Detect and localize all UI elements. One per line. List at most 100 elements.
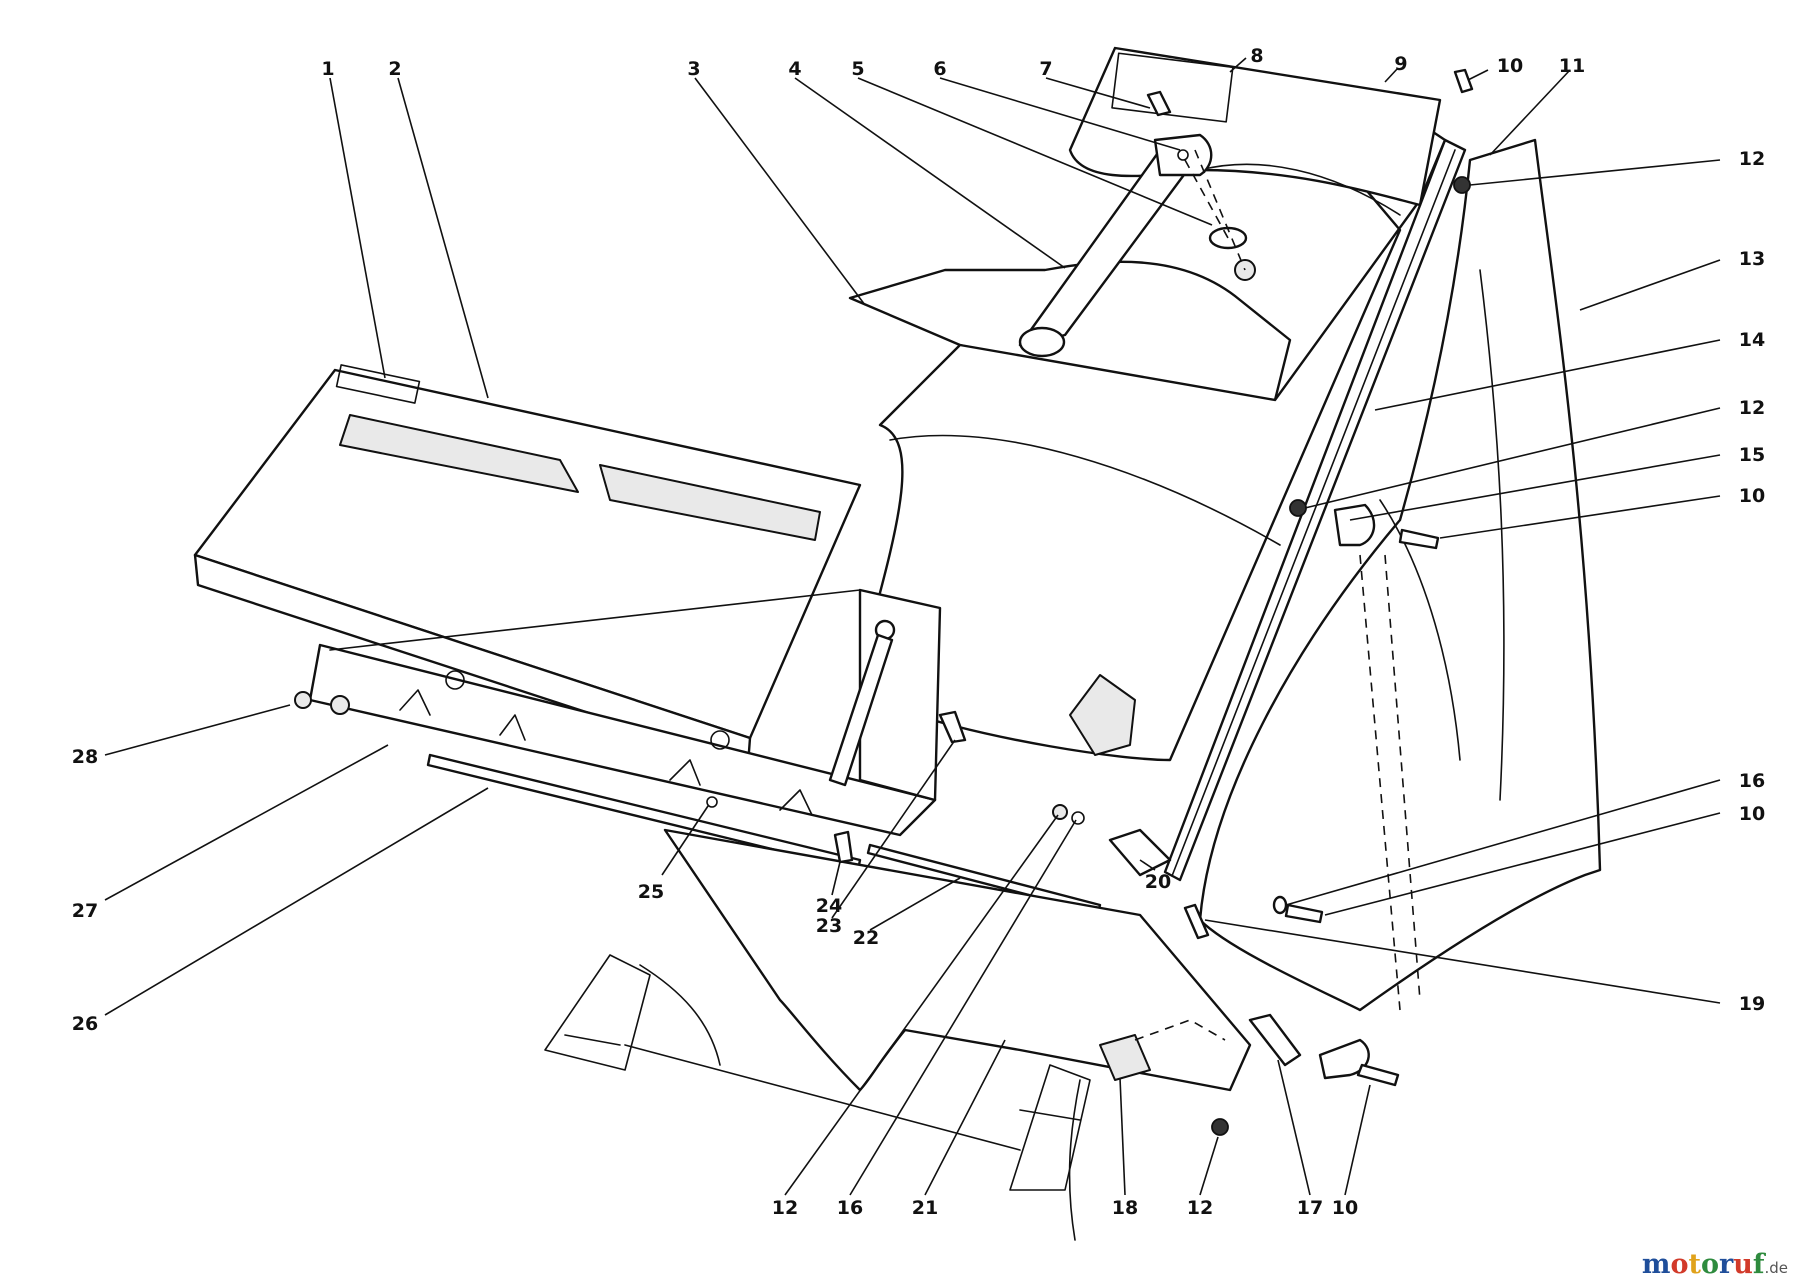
leader-1 xyxy=(329,77,386,379)
handle-dash xyxy=(1359,554,1421,1011)
nut-28b xyxy=(330,695,350,715)
lid-slot-right xyxy=(599,464,821,541)
chute-curve xyxy=(889,434,1281,546)
motoruf-watermark: motoruf.de xyxy=(1642,1249,1788,1280)
leader-16a xyxy=(1285,779,1721,906)
bracket-15 xyxy=(1333,503,1376,547)
leader-15 xyxy=(1349,454,1721,521)
handle-tube-inner xyxy=(1171,149,1456,877)
callout-25: 25 xyxy=(638,881,664,903)
callout-4: 4 xyxy=(788,58,801,80)
wedge-block xyxy=(1069,674,1136,756)
bolt-10a xyxy=(1453,68,1474,94)
nut-12c xyxy=(1052,804,1068,820)
leader-4 xyxy=(794,77,1066,269)
leader-27 xyxy=(104,744,389,901)
leader-11 xyxy=(1489,69,1571,156)
bolt-10b xyxy=(1398,528,1440,550)
leader-22 xyxy=(869,877,961,931)
callout-6: 6 xyxy=(933,58,946,80)
hinge-block-20 xyxy=(1108,828,1172,877)
leader-10a xyxy=(1467,69,1489,81)
top-cover-wave xyxy=(1199,163,1401,216)
watermark-suffix: .de xyxy=(1764,1259,1788,1277)
hinge-eye-2 xyxy=(710,730,730,750)
callout-12d: 12 xyxy=(1187,1197,1213,1219)
leader-13 xyxy=(1579,259,1721,311)
bolt-mid xyxy=(938,710,967,744)
leader-7 xyxy=(1045,77,1151,109)
leader-lines xyxy=(104,57,1721,1196)
callout-28: 28 xyxy=(72,746,98,768)
watermark-letter: t xyxy=(1688,1249,1701,1280)
watermark-letter: r xyxy=(1718,1249,1734,1280)
leader-6 xyxy=(939,77,1181,151)
nut-12b xyxy=(1289,499,1307,517)
callout-10d: 10 xyxy=(1332,1197,1358,1219)
callout-3: 3 xyxy=(687,58,700,80)
leader-18 xyxy=(1119,1077,1126,1196)
callout-12a: 12 xyxy=(1739,148,1765,170)
callout-20: 20 xyxy=(1145,871,1171,893)
lid-slot-left xyxy=(339,414,579,493)
hinge-eye xyxy=(445,670,465,690)
watermark-name: motoruf xyxy=(1642,1249,1765,1280)
latch-dash xyxy=(1134,1019,1226,1041)
watermark-letter: o xyxy=(1670,1249,1689,1280)
deck-lines xyxy=(624,964,1081,1241)
callout-7: 7 xyxy=(1039,58,1052,80)
nut-12a xyxy=(1453,176,1471,194)
leader-19 xyxy=(1204,919,1721,1004)
watermark-letter: o xyxy=(1700,1249,1719,1280)
lid-label xyxy=(335,364,421,404)
bracket-lower xyxy=(1318,1038,1370,1080)
bolt-24 xyxy=(833,830,854,864)
watermark-letter: f xyxy=(1752,1249,1765,1280)
tube-end xyxy=(1018,326,1066,358)
tube-bracket-hole xyxy=(1177,149,1189,161)
leader-12a xyxy=(1469,159,1721,186)
leader-3 xyxy=(694,77,866,306)
bolt-10d xyxy=(1356,1063,1400,1087)
latch-plate xyxy=(1099,1034,1151,1081)
bolt-7 xyxy=(1146,90,1172,117)
callout-10a: 10 xyxy=(1497,55,1523,77)
leader-8 xyxy=(1229,57,1247,73)
leader-12b xyxy=(1304,407,1721,509)
leader-14 xyxy=(1374,339,1721,411)
callout-15: 15 xyxy=(1739,444,1765,466)
tray-back xyxy=(329,589,861,651)
leader-21 xyxy=(924,1039,1006,1196)
callout-1: 1 xyxy=(321,58,334,80)
bolt-10c xyxy=(1284,903,1324,924)
callout-12b: 12 xyxy=(1739,397,1765,419)
nut-28 xyxy=(294,691,312,709)
leader-12c xyxy=(784,814,1059,1196)
leader-5 xyxy=(857,77,1213,226)
callout-12c: 12 xyxy=(772,1197,798,1219)
callout-22: 22 xyxy=(853,927,879,949)
leader-25 xyxy=(661,805,709,876)
callout-17: 17 xyxy=(1297,1197,1323,1219)
leader-28 xyxy=(104,704,291,756)
callout-24: 24 xyxy=(816,895,842,917)
leader-12d xyxy=(1199,1136,1219,1196)
leader-10b xyxy=(1439,495,1721,539)
washer-25 xyxy=(706,796,718,808)
callout-13: 13 xyxy=(1739,248,1765,270)
hinge-group xyxy=(399,689,813,816)
tray xyxy=(308,643,937,837)
leader-17 xyxy=(1277,1059,1311,1196)
deck-left xyxy=(544,954,651,1071)
leader-20 xyxy=(1139,859,1156,871)
leader-2 xyxy=(397,77,489,399)
leader-24 xyxy=(831,861,841,896)
bracket-17 xyxy=(1248,1013,1302,1067)
leader-16b xyxy=(849,819,1077,1196)
deck-right xyxy=(1009,1064,1091,1191)
washer-16b xyxy=(1071,811,1085,825)
watermark-letter: u xyxy=(1733,1249,1753,1280)
callout-11: 11 xyxy=(1559,55,1585,77)
leader-9 xyxy=(1384,67,1399,83)
callout-numbers: 1 2 3 4 5 6 7 8 9 10 11 12 13 14 12 15 1… xyxy=(72,45,1765,1219)
